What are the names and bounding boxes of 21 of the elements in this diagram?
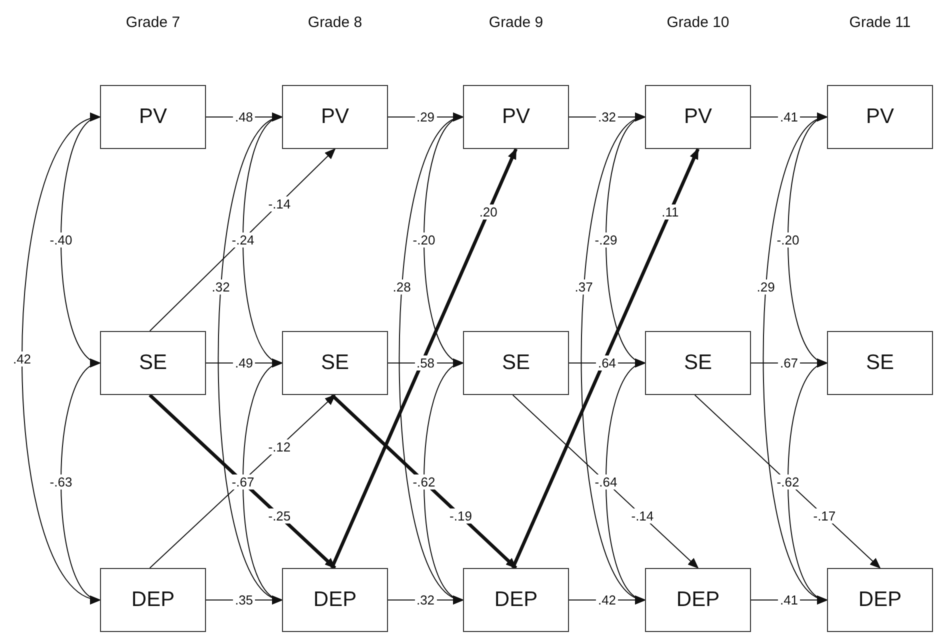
column-header: Grade 11 <box>849 14 911 31</box>
edge-label: .11 <box>660 204 681 220</box>
column-header: Grade 10 <box>666 14 730 31</box>
variable-box: DEP <box>645 568 751 632</box>
column-header: Grade 9 <box>488 14 544 31</box>
variable-box: PV <box>645 85 751 149</box>
variable-box: SE <box>100 331 206 395</box>
variable-box: SE <box>463 331 569 395</box>
variable-box: DEP <box>282 568 388 632</box>
variable-box: DEP <box>827 568 933 632</box>
variable-box: PV <box>282 85 388 149</box>
variable-box: PV <box>463 85 569 149</box>
variable-box: DEP <box>463 568 569 632</box>
variable-box: SE <box>645 331 751 395</box>
column-header: Grade 7 <box>126 14 180 31</box>
variable-box: SE <box>827 331 933 395</box>
column-header: Grade 8 <box>308 14 362 31</box>
variable-box: DEP <box>100 568 206 632</box>
variable-box: PV <box>827 85 933 149</box>
variable-box: PV <box>100 85 206 149</box>
variable-box: SE <box>282 331 388 395</box>
